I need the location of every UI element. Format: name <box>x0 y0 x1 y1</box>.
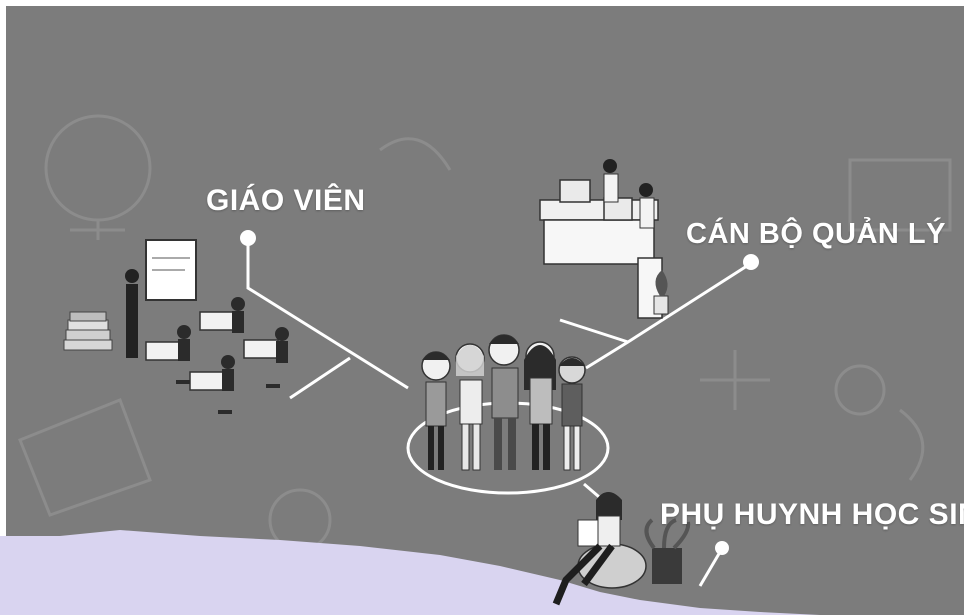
manager-node-dot <box>743 254 759 270</box>
background-panel <box>6 6 964 615</box>
manager-office-icon <box>539 159 669 319</box>
connector-lines <box>246 242 751 587</box>
parent-label: PHỤ HUYNH HỌC SIN <box>660 498 964 531</box>
manager-label: CÁN BỘ QUẢN LÝ <box>686 218 946 250</box>
teacher-label: GIÁO VIÊN <box>206 184 366 217</box>
torn-paper-overlay <box>0 530 820 615</box>
books-stack-icon <box>63 311 113 351</box>
teacher-classroom-icon <box>125 239 289 414</box>
parent-node-dot <box>715 541 729 555</box>
teacher-node-dot <box>240 230 256 246</box>
background-doodles <box>18 114 952 577</box>
parent-reading-icon <box>552 492 691 606</box>
students-group-icon <box>421 334 586 471</box>
